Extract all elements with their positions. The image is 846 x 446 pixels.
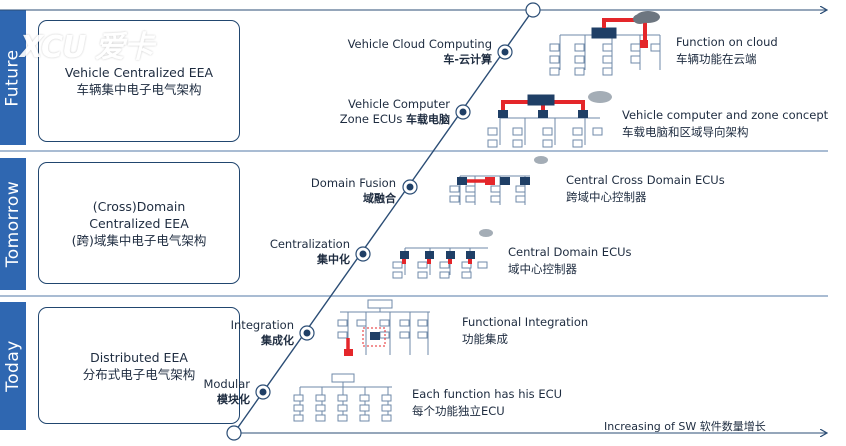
era-band-today: Today bbox=[0, 302, 26, 430]
stage-label-cn: 模块化 bbox=[217, 393, 250, 406]
eea-box-en-2: Centralized EEA bbox=[89, 215, 189, 231]
stage-desc-zone: Vehicle computer and zone concept 车载电脑和区… bbox=[622, 107, 828, 141]
stage-marker-fusion bbox=[402, 179, 418, 195]
stage-label-cn: 车-云计算 bbox=[443, 53, 492, 66]
sw-growth-caption: Increasing of SW 软件数量增长 bbox=[604, 420, 766, 433]
timeline-start-marker bbox=[226, 425, 242, 441]
eea-box-en: Vehicle Centralized EEA bbox=[64, 65, 214, 80]
stage-desc-en: Each function has his ECU bbox=[412, 387, 563, 401]
stage-desc-en: Function on cloud bbox=[676, 35, 778, 49]
stage-marker-centralization bbox=[355, 246, 371, 262]
stage-label-en: Vehicle Cloud Computing bbox=[347, 37, 492, 51]
architecture-icon-cloud bbox=[549, 11, 661, 76]
stage-desc-centralization: Central Domain ECUs 域中心控制器 bbox=[508, 244, 632, 278]
stage-desc-fusion: Central Cross Domain ECUs 跨域中心控制器 bbox=[566, 172, 725, 206]
era-band-future: Future bbox=[0, 10, 26, 145]
stage-marker-integration bbox=[299, 325, 315, 341]
stage-marker-modular bbox=[255, 384, 271, 400]
progression-line bbox=[233, 9, 534, 434]
eea-box-en: Distributed EEA bbox=[90, 349, 188, 365]
stage-label-en: Modular bbox=[203, 377, 250, 391]
stage-desc-en: Central Cross Domain ECUs bbox=[566, 173, 725, 187]
stage-desc-cn: 跨域中心控制器 bbox=[566, 190, 647, 204]
stage-label-en-2-text: Zone ECUs bbox=[339, 112, 403, 126]
stage-label-integration: Integration 集成化 bbox=[210, 318, 294, 348]
architecture-icon-integration bbox=[337, 299, 430, 356]
eea-box-en-1: (Cross)Domain bbox=[92, 198, 186, 214]
timeline-end-marker bbox=[525, 2, 541, 18]
stage-desc-cn: 车辆功能在云端 bbox=[676, 52, 757, 66]
stage-label-cloud: Vehicle Cloud Computing 车-云计算 bbox=[330, 37, 492, 67]
stage-desc-en: Functional Integration bbox=[462, 315, 589, 329]
stage-desc-en: Central Domain ECUs bbox=[508, 245, 632, 259]
stage-label-cn: 集成化 bbox=[261, 334, 294, 347]
eea-box-cross-domain: (Cross)Domain Centralized EEA (跨)域集中电子电气… bbox=[38, 162, 240, 284]
stage-desc-modular: Each function has his ECU 每个功能独立ECU bbox=[412, 386, 562, 420]
stage-desc-integration: Functional Integration 功能集成 bbox=[462, 314, 588, 348]
architecture-icon-zone bbox=[487, 91, 612, 148]
eea-box-distributed: Distributed EEA 分布式电子电气架构 bbox=[38, 307, 240, 424]
eea-box-vehicle-centralized: Vehicle Centralized EEA 车辆集中电子电气架构 bbox=[38, 20, 240, 142]
stage-marker-zone bbox=[455, 104, 471, 120]
stage-desc-cn: 功能集成 bbox=[462, 332, 508, 346]
era-band-tomorrow: Tomorrow bbox=[0, 158, 26, 290]
stage-marker-cloud bbox=[497, 44, 513, 60]
stage-label-en-2: Zone ECUs 车载电脑 bbox=[320, 112, 450, 127]
stage-desc-cn: 车载电脑和区域导向架构 bbox=[622, 125, 749, 139]
stage-desc-cloud: Function on cloud 车辆功能在云端 bbox=[676, 34, 778, 68]
stage-label-cn: 域融合 bbox=[363, 192, 396, 205]
stage-label-centralization: Centralization 集中化 bbox=[250, 237, 350, 267]
architecture-icon-modular bbox=[293, 373, 392, 422]
eea-box-cn: (跨)域集中电子电气架构 bbox=[71, 232, 207, 248]
stage-desc-cn: 每个功能独立ECU bbox=[412, 404, 505, 418]
architecture-icon-fusion bbox=[449, 156, 548, 205]
architecture-icon-centralization bbox=[392, 229, 493, 279]
stage-label-cn: 车载电脑 bbox=[406, 113, 450, 126]
eea-box-cn: 分布式电子电气架构 bbox=[82, 366, 196, 382]
stage-desc-en: Vehicle computer and zone concept bbox=[622, 108, 829, 122]
era-divider-1 bbox=[0, 150, 828, 152]
stage-desc-cn: 域中心控制器 bbox=[508, 262, 577, 276]
stage-label-en: Integration bbox=[230, 318, 294, 332]
stage-label-en: Centralization bbox=[269, 237, 350, 251]
eea-box-cn: 车辆集中电子电气架构 bbox=[76, 82, 202, 97]
era-divider-2 bbox=[0, 295, 828, 297]
stage-label-zone: Vehicle Computer Zone ECUs 车载电脑 bbox=[320, 97, 450, 127]
stage-label-cn: 集中化 bbox=[317, 253, 350, 266]
stage-label-fusion: Domain Fusion 域融合 bbox=[290, 176, 396, 206]
watermark-logo: XCU 爱卡 bbox=[20, 30, 154, 65]
stage-label-en-1: Vehicle Computer bbox=[348, 97, 450, 111]
stage-label-modular: Modular 模块化 bbox=[190, 377, 250, 407]
stage-label-en: Domain Fusion bbox=[310, 176, 396, 190]
